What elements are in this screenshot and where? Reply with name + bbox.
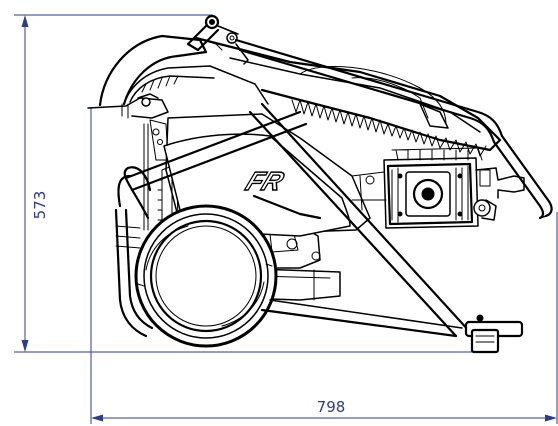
left-bracket: [87, 93, 169, 231]
handle-frame: [234, 38, 553, 220]
pump-unit: [351, 147, 525, 229]
width-dimension-label: 798: [317, 398, 346, 416]
width-dimension: 798: [90, 108, 558, 424]
handle-pivot: [186, 14, 249, 65]
height-dimension-label: 573: [31, 191, 49, 220]
top-cover: [98, 34, 502, 157]
pressure-washer: FR: [87, 14, 553, 354]
wheel: [134, 204, 278, 348]
base-frame: [114, 102, 524, 354]
